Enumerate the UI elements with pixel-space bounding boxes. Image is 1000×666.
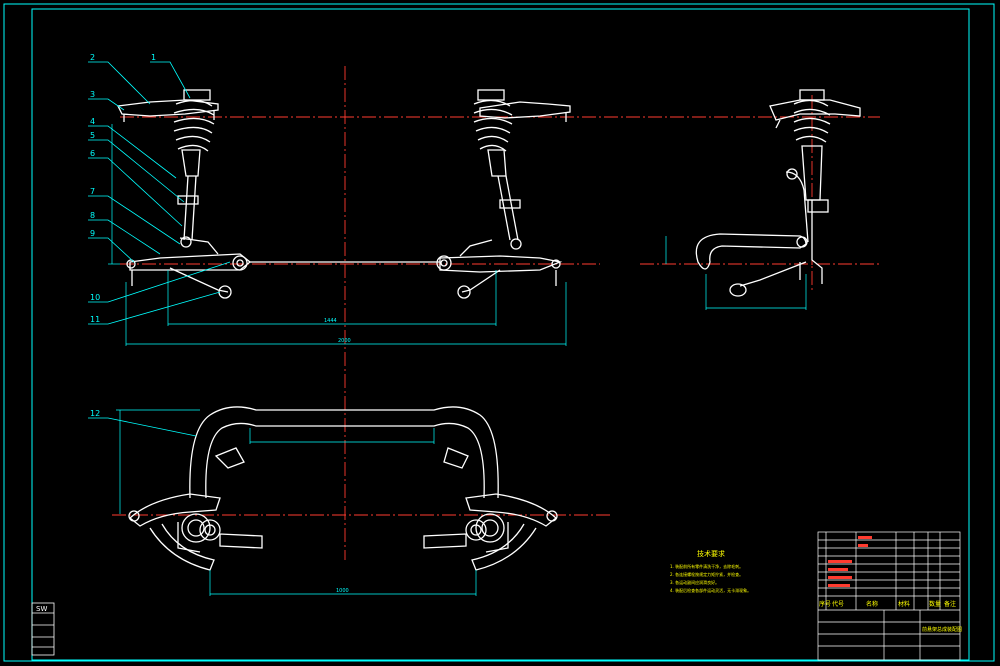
- header-cell-6: 备注: [944, 600, 956, 608]
- part-label-1: 1: [151, 53, 156, 62]
- left-strut-assembly: [117, 89, 219, 248]
- notes-item-2: 2. 各连接螺栓按规定力矩拧紧，并检查。: [670, 571, 743, 577]
- header-cell-4: 材料: [898, 600, 910, 608]
- title-block: [817, 531, 961, 661]
- part-label-2: 2: [90, 53, 95, 62]
- notes-item-4: 4. 装配后检查各部件运动灵活，无卡滞现象。: [670, 587, 751, 593]
- dimension-text-3: 1000: [336, 588, 349, 594]
- part-label-4: 4: [90, 117, 95, 126]
- margin-stamp: SW: [31, 602, 55, 656]
- stabilizer-bar: [189, 406, 499, 499]
- dimension-text-2: 2000: [338, 338, 351, 344]
- part-label-9: 9: [90, 229, 95, 238]
- sw-mark: SW: [36, 605, 47, 613]
- side-view: [695, 89, 861, 297]
- notes-item-3: 3. 各运动副间应润滑良好。: [670, 579, 719, 585]
- drawing-name: 前悬架总成装配图: [922, 626, 962, 633]
- part-labels: 1 2 3 4 5 6 7 8 9 10 11 12: [90, 53, 156, 418]
- leader-lines: [88, 61, 231, 437]
- technical-notes: 技术要求 1. 装配前所有零件清洗干净，去除毛刺。 2. 各连接螺栓按规定力矩拧…: [670, 549, 751, 593]
- part-label-11: 11: [90, 315, 100, 324]
- notes-title: 技术要求: [697, 549, 725, 558]
- outer-frame: [3, 3, 995, 662]
- header-cell-1: 序号: [819, 600, 831, 608]
- dimension-texts: 1444 2000 1000: [324, 318, 351, 594]
- part-label-12: 12: [90, 409, 100, 418]
- right-strut-assembly: [473, 89, 571, 250]
- part-label-10: 10: [90, 293, 100, 302]
- notes-item-1: 1. 装配前所有零件清洗干净，去除毛刺。: [670, 563, 743, 569]
- part-label-8: 8: [90, 211, 95, 220]
- plan-view: [128, 406, 558, 571]
- part-label-3: 3: [90, 90, 95, 99]
- header-cell-2: 代号: [832, 600, 844, 608]
- inner-frame: [31, 8, 970, 661]
- part-label-6: 6: [90, 149, 95, 158]
- left-lower-arm: [126, 237, 252, 299]
- part-label-7: 7: [90, 187, 95, 196]
- header-cell-5: 数量: [929, 600, 941, 608]
- header-cell-3: 名称: [866, 600, 878, 608]
- front-view: [117, 89, 571, 299]
- dimension-text-1: 1444: [324, 318, 337, 324]
- title-block-texts: 序号 代号 名称 材料 数量 备注 前悬架总成装配图: [819, 600, 962, 633]
- part-label-5: 5: [90, 131, 95, 140]
- dimensions: [108, 124, 807, 596]
- right-lower-arm: [436, 239, 563, 299]
